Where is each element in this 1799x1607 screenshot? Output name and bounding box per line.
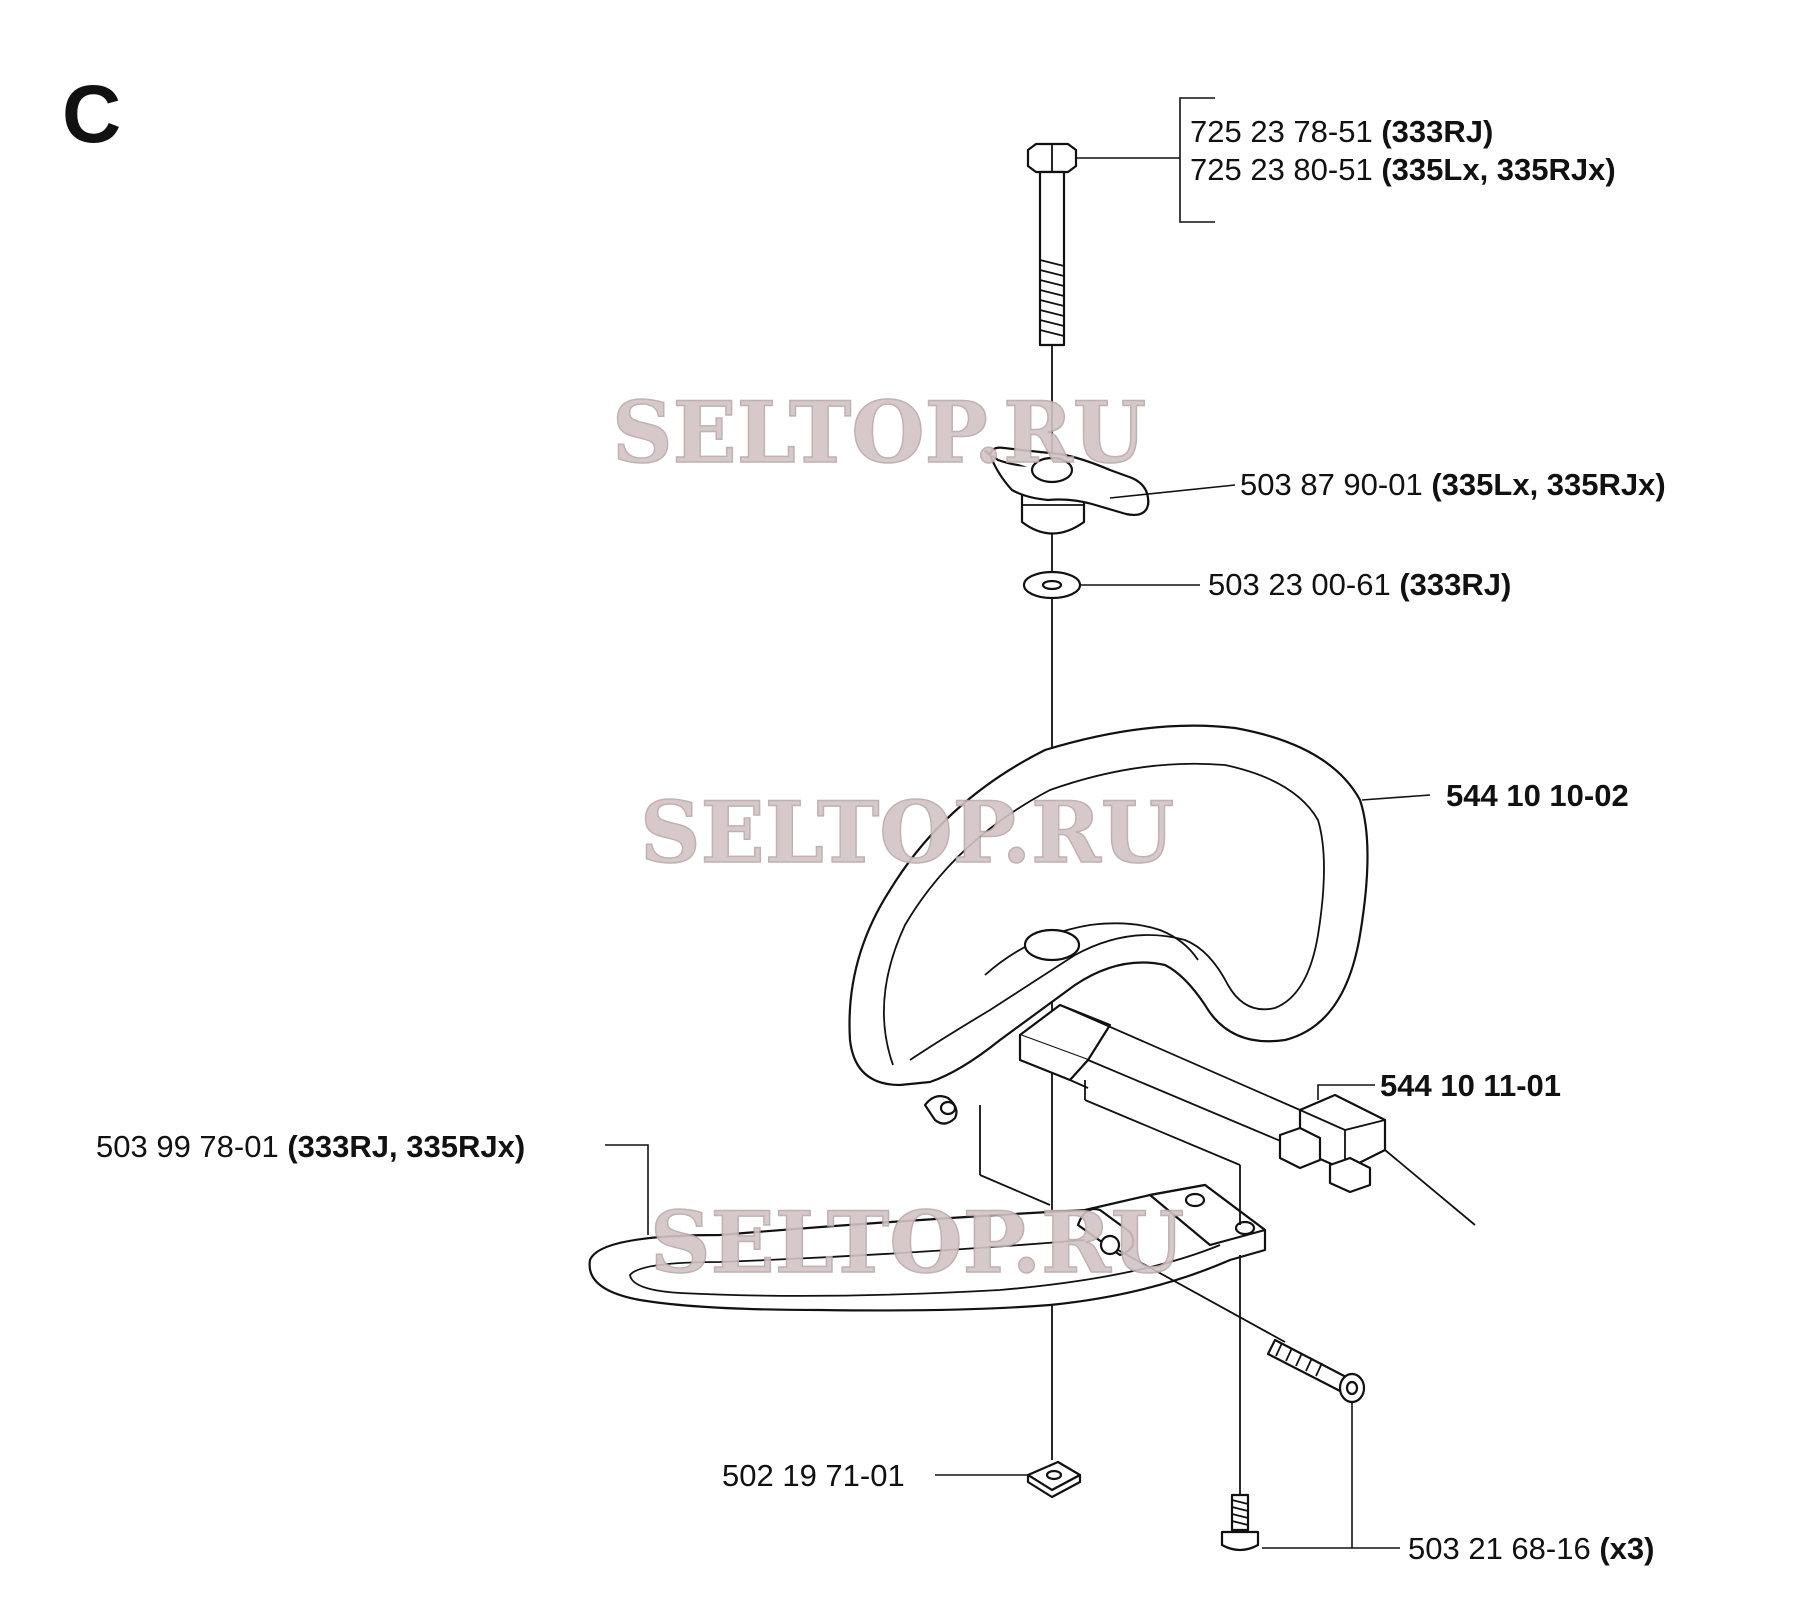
clamp-block-part <box>1018 1003 1301 1146</box>
callout-handle: 544 10 10-02 <box>1446 778 1629 813</box>
washer-part <box>1022 570 1082 600</box>
wing-knob-part <box>984 446 1150 535</box>
leader-handle <box>1361 794 1431 801</box>
section-letter: C <box>62 69 121 160</box>
leader-bolt-bracket <box>1179 97 1215 223</box>
guard-bar-part <box>588 1080 1267 1312</box>
callout-wing-knob: 503 87 90-01 (335Lx, 335RJx) <box>1240 467 1666 502</box>
callout-bolt-333rj: 725 23 78-51 (333RJ) <box>1190 114 1493 149</box>
leader-clamp <box>1317 1084 1375 1100</box>
watermark-top: SELTOP.RU <box>612 383 1146 482</box>
small-clamp-part <box>1278 1093 1476 1226</box>
vertical-screw-part <box>1220 1255 1260 1552</box>
bolt-part <box>1026 142 1078 347</box>
callout-screw: 503 21 68-16 (x3) <box>1408 1531 1654 1566</box>
callout-bolt-335: 725 23 80-51 (335Lx, 335RJx) <box>1190 152 1616 187</box>
loop-handle-part <box>848 724 1369 1087</box>
watermark-bottom: SELTOP.RU <box>650 1193 1184 1292</box>
callout-clamp: 544 10 11-01 <box>1380 1068 1561 1103</box>
leader-wing-knob <box>1109 484 1236 499</box>
callout-square-nut: 502 19 71-01 <box>722 1458 905 1493</box>
leader-screw <box>1262 1402 1400 1549</box>
leader-guard-bar <box>605 1144 649 1235</box>
callout-guard-bar: 503 99 78-01 (333RJ, 335RJx) <box>96 1129 525 1164</box>
watermark-middle: SELTOP.RU <box>640 783 1174 882</box>
callout-washer: 503 23 00-61 (333RJ) <box>1208 567 1511 602</box>
square-nut-part <box>1026 1460 1082 1499</box>
socket-screw-part <box>1117 1249 1366 1404</box>
